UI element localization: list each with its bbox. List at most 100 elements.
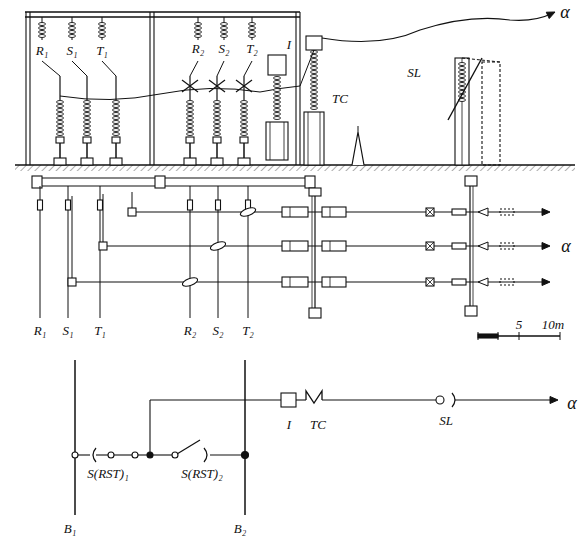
- equipment-label: R₂: [183, 324, 197, 337]
- plan-sl-body: [452, 209, 466, 215]
- insulator-disc: [113, 113, 120, 116]
- insulator-disc: [459, 83, 466, 86]
- plan-insulator: [38, 200, 43, 210]
- equipment-label: I: [286, 38, 292, 51]
- insulator-disc: [274, 117, 281, 120]
- gantry-post: [25, 12, 26, 165]
- insulator-disc: [99, 31, 106, 34]
- insulator-disc: [214, 109, 221, 112]
- equipment-label: S(RST)₁: [86, 467, 129, 480]
- line-name: α: [560, 237, 571, 255]
- insulator-disc: [311, 103, 318, 106]
- line-conductor: [322, 13, 553, 42]
- plan-ct: [322, 241, 346, 251]
- insulator-disc: [84, 121, 91, 124]
- plan-ct: [322, 277, 346, 287]
- insulator-disc: [274, 105, 281, 108]
- busbar-tap: [72, 452, 78, 458]
- insulator-disc: [57, 129, 64, 132]
- insulator-disc: [195, 23, 202, 26]
- insulator-disc: [57, 101, 64, 104]
- plan-ct: [322, 207, 346, 217]
- plan-post: [305, 176, 315, 188]
- insulator-disc: [187, 109, 194, 112]
- insulator-disc: [99, 35, 106, 38]
- support-cap: [240, 137, 248, 143]
- insulator-disc: [274, 93, 281, 96]
- insulator-disc: [241, 105, 248, 108]
- insulator-disc: [57, 109, 64, 112]
- wire-line: [150, 399, 281, 400]
- sl-open-outline: [462, 58, 500, 62]
- support-cap: [112, 137, 120, 143]
- equipment-label: T₂: [241, 324, 255, 337]
- insulator-disc: [221, 27, 228, 30]
- gantry-beam: [25, 11, 300, 12]
- wire-line: [114, 454, 132, 455]
- plan-selector-blade: [239, 206, 256, 218]
- plan-arrow: [478, 208, 488, 216]
- equipment-label: R₂: [191, 42, 205, 55]
- insulator-disc: [57, 121, 64, 124]
- bus-dropper: [72, 61, 87, 76]
- insulator-disc: [459, 71, 466, 74]
- insulator-disc: [99, 23, 106, 26]
- insulator-disc: [311, 67, 318, 70]
- wire-line: [296, 399, 306, 400]
- wire-line: [150, 454, 172, 455]
- insulator-disc: [221, 35, 228, 38]
- ct-detail: [320, 112, 321, 165]
- insulator-disc: [274, 81, 281, 84]
- equipment-label: R₁: [35, 44, 49, 57]
- plan-sl: [426, 278, 434, 286]
- bus-dropper: [102, 61, 116, 76]
- equipment-label: B₂: [233, 522, 247, 535]
- single-line-diagram: [72, 360, 558, 515]
- insulator-disc: [69, 23, 76, 26]
- breaker-detail: [284, 122, 285, 160]
- ct-body: [304, 112, 324, 165]
- plan-gantry: [473, 182, 474, 308]
- plan-phase-line: [103, 194, 104, 246]
- breaker-detail: [270, 122, 271, 160]
- equipment-label: T₁: [93, 324, 107, 337]
- insulator-disc: [69, 27, 76, 30]
- plan-sl-body: [452, 243, 466, 249]
- equipment-label: S₁: [65, 44, 78, 57]
- insulator-disc: [214, 105, 221, 108]
- equipment-label: B₁: [63, 522, 77, 535]
- plan-arrow: [478, 278, 488, 286]
- insulator-disc: [241, 109, 248, 112]
- insulator-disc: [84, 133, 91, 136]
- insulator-disc: [113, 125, 120, 128]
- insulator-disc: [187, 133, 194, 136]
- equipment-label: SL: [406, 66, 422, 79]
- foundation-block: [81, 158, 93, 165]
- insulator-disc: [187, 101, 194, 104]
- plan-insulator: [188, 200, 193, 210]
- plan-sl: [426, 278, 434, 286]
- conductor-path: [60, 86, 300, 100]
- insulator-disc: [39, 23, 46, 26]
- plan-post: [155, 176, 165, 188]
- wire-line: [455, 399, 553, 400]
- insulator-disc: [113, 129, 120, 132]
- insulator-disc: [214, 117, 221, 120]
- busbar-b2: [244, 360, 246, 515]
- support-post: [115, 143, 117, 160]
- insulator-disc: [57, 125, 64, 128]
- plan-dashed: [500, 279, 514, 285]
- plan-insulator: [216, 200, 221, 210]
- busbar-b1: [74, 360, 76, 515]
- support-post: [216, 143, 218, 160]
- wire-line: [96, 454, 108, 455]
- insulator-disc: [311, 71, 318, 74]
- insulator-disc: [69, 31, 76, 34]
- plan-insulator: [66, 200, 71, 210]
- insulator-disc: [84, 125, 91, 128]
- elevation-view: [15, 12, 575, 171]
- wire-line: [210, 454, 245, 455]
- insulator-disc: [311, 91, 318, 94]
